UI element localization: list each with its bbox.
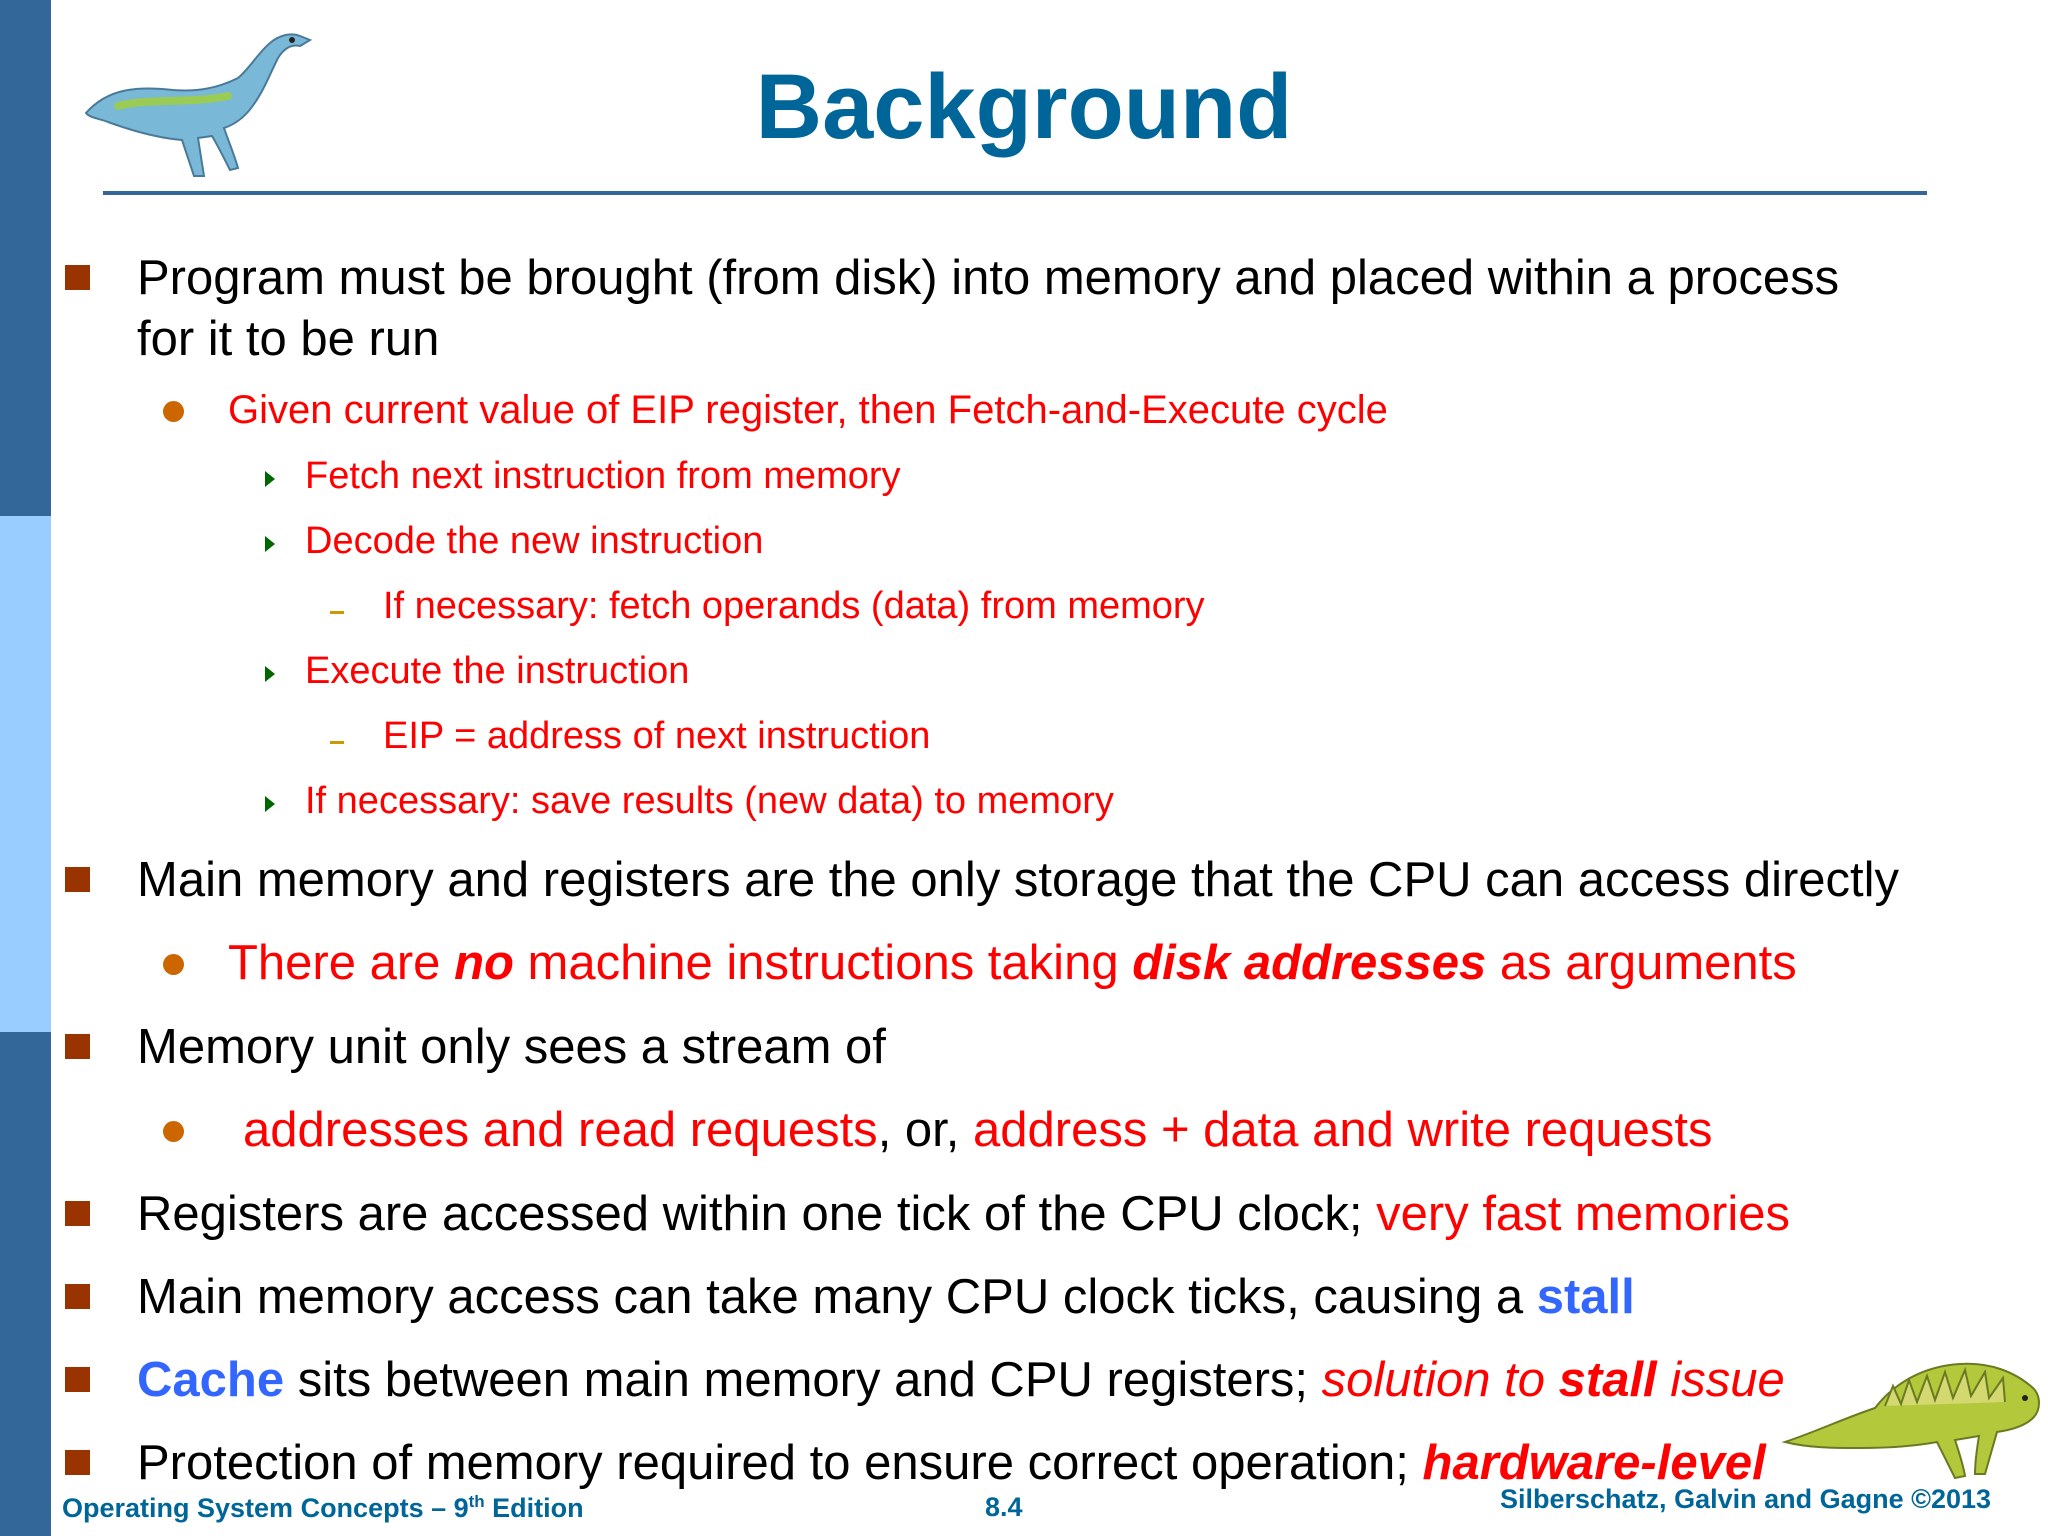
emphasis-stall: stall — [1536, 1270, 1635, 1324]
text-part: machine instructions taking — [513, 936, 1133, 990]
text-part: sits between main memory and CPU registe… — [284, 1353, 1322, 1407]
text-part: , or, — [877, 1103, 974, 1157]
title-divider — [103, 191, 1927, 195]
emphasis-hardware-level: hardware-level — [1422, 1436, 1766, 1490]
sub-sub-bullet-execute: Execute the instruction — [305, 650, 690, 692]
emphasis-stall-bold: stall — [1558, 1353, 1657, 1407]
footer-course-title: Operating System Concepts – 9th Edition — [62, 1492, 584, 1524]
footer-text: Edition — [484, 1493, 584, 1523]
text-part: Registers are accessed within one tick o… — [137, 1187, 1377, 1241]
bullet-1-line-2: for it to be run — [137, 312, 440, 366]
bullet-7: Protection of memory required to ensure … — [137, 1435, 1766, 1491]
square-bullet-icon — [65, 1450, 90, 1475]
square-bullet-icon — [65, 867, 90, 892]
sidebar-band-bottom — [0, 1032, 51, 1536]
text-part: There are — [228, 936, 455, 990]
dinosaur-logo-top — [84, 33, 313, 177]
round-bullet-icon — [163, 401, 184, 422]
sidebar-band-middle — [0, 516, 51, 1032]
sub-sub-bullet-decode: Decode the new instruction — [305, 520, 764, 562]
footer-text: Operating System Concepts – 9 — [62, 1493, 469, 1523]
text-part: Protection of memory required to ensure … — [137, 1436, 1423, 1490]
text-part: addresses and read requests — [243, 1103, 878, 1157]
arrow-bullet-icon — [265, 666, 275, 682]
bullet-4: Registers are accessed within one tick o… — [137, 1186, 1790, 1242]
emphasis-very-fast: very fast memories — [1376, 1187, 1791, 1241]
dash-bullet-icon — [330, 741, 344, 744]
bullet-1-line-1: Program must be brought (from disk) into… — [137, 251, 1840, 305]
square-bullet-icon — [65, 265, 90, 290]
arrow-bullet-icon — [265, 796, 275, 812]
text-part: Main memory access can take many CPU clo… — [137, 1270, 1537, 1324]
dash-bullet-icon — [330, 611, 344, 614]
arrow-bullet-icon — [265, 471, 275, 487]
sub-bullet-requests: addresses and read requests, or, address… — [243, 1102, 1713, 1158]
sub-bullet-eip: Given current value of EIP register, the… — [228, 388, 1388, 432]
bullet-3: Memory unit only sees a stream of — [137, 1020, 886, 1074]
square-bullet-icon — [65, 1034, 90, 1059]
square-bullet-icon — [65, 1367, 90, 1392]
square-bullet-icon — [65, 1284, 90, 1309]
text-part: as arguments — [1486, 936, 1797, 990]
bullet-6: Cache sits between main memory and CPU r… — [137, 1352, 1785, 1408]
sub-sub-bullet-save: If necessary: save results (new data) to… — [305, 780, 1114, 822]
emphasis-cache: Cache — [137, 1353, 285, 1407]
sub-bullet-no-disk-addresses: There are no machine instructions taking… — [228, 935, 1797, 991]
footer-copyright: Silberschatz, Galvin and Gagne ©2013 — [1500, 1484, 1992, 1514]
text-part: address + data and write requests — [973, 1103, 1713, 1157]
arrow-bullet-icon — [265, 536, 275, 552]
emphasis-disk-addresses: disk addresses — [1132, 936, 1487, 990]
sub-sub-bullet-fetch: Fetch next instruction from memory — [305, 455, 901, 497]
slide-title: Background — [755, 56, 1293, 158]
sidebar-band-top — [0, 0, 51, 516]
round-bullet-icon — [163, 954, 184, 975]
footer-superscript: th — [468, 1492, 485, 1511]
emphasis-issue: issue — [1656, 1353, 1785, 1407]
dinosaur-logo-bottom — [1781, 1362, 2040, 1480]
bullet-5: Main memory access can take many CPU clo… — [137, 1269, 1635, 1325]
emphasis-no: no — [454, 936, 514, 990]
sub-sub-sub-bullet-operands: If necessary: fetch operands (data) from… — [383, 585, 1205, 627]
footer-page-number: 8.4 — [985, 1492, 1023, 1522]
emphasis-solution: solution to — [1321, 1353, 1559, 1407]
round-bullet-icon — [163, 1121, 184, 1142]
bullet-2: Main memory and registers are the only s… — [137, 853, 1900, 907]
sub-sub-sub-bullet-eip: EIP = address of next instruction — [383, 715, 931, 757]
square-bullet-icon — [65, 1201, 90, 1226]
